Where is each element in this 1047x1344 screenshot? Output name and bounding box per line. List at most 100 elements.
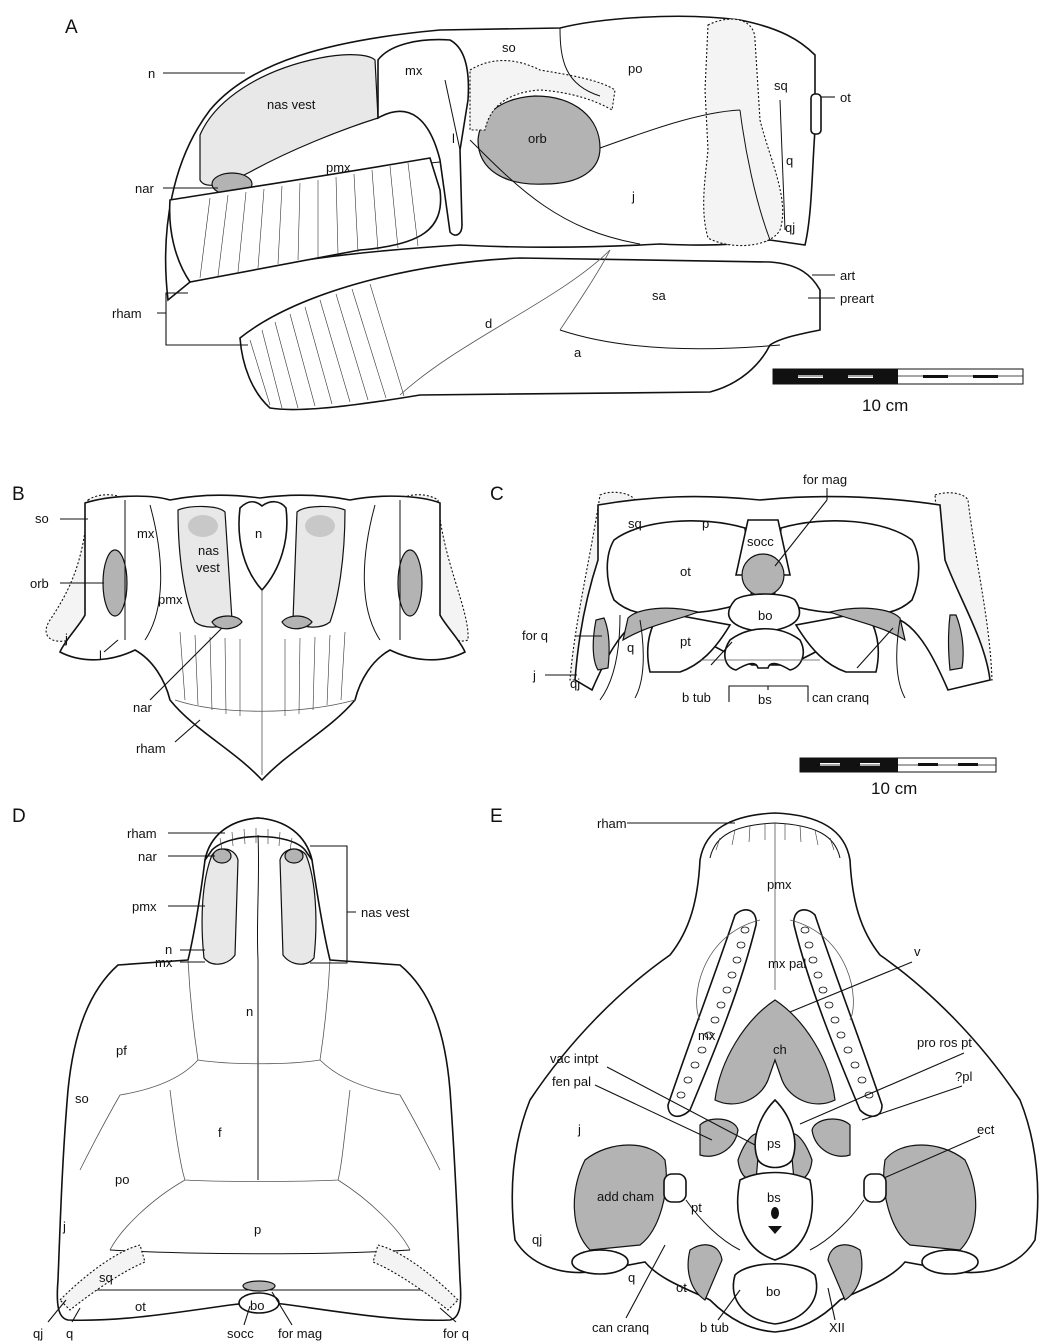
label-c-j: j xyxy=(532,668,536,683)
label-c-ot: ot xyxy=(680,564,691,579)
label-b-so: so xyxy=(35,511,49,526)
label-e-pt: pt xyxy=(691,1200,702,1215)
label-b-n: n xyxy=(255,526,262,541)
label-e-ps: ps xyxy=(767,1136,781,1151)
label-a-sa: sa xyxy=(652,288,667,303)
label-b-mx: mx xyxy=(137,526,155,541)
label-a-qj: qj xyxy=(785,220,795,235)
label-d-f: f xyxy=(218,1125,222,1140)
label-e-xii: XII xyxy=(829,1320,845,1335)
label-b-pmx: pmx xyxy=(158,592,183,607)
label-d-nar: nar xyxy=(138,849,157,864)
label-e-ch: ch xyxy=(773,1042,787,1057)
panel-b: B so mx nas vest n orb pmx j l nar rham xyxy=(12,484,468,780)
label-a-ot: ot xyxy=(840,90,851,105)
label-c-pt: pt xyxy=(680,634,691,649)
label-d-rham: rham xyxy=(127,826,157,841)
label-d-socc: socc xyxy=(227,1326,254,1341)
label-c-b-tub: b tub xyxy=(682,690,711,705)
label-b-vest: vest xyxy=(196,560,220,575)
label-a-a: a xyxy=(574,345,582,360)
label-d-p: p xyxy=(254,1222,261,1237)
foramen-magnum-d xyxy=(243,1281,275,1291)
label-c-p: p xyxy=(702,516,709,531)
label-e-ot: ot xyxy=(676,1280,687,1295)
label-c-socc: socc xyxy=(747,534,774,549)
label-e-pro-ros-pt: pro ros pt xyxy=(917,1035,972,1050)
label-b-l: l xyxy=(99,648,102,663)
label-d-nas-vest: nas vest xyxy=(361,905,410,920)
label-e-b-tub: b tub xyxy=(700,1320,729,1335)
label-a-j: j xyxy=(631,189,635,204)
label-d-pmx: pmx xyxy=(132,899,157,914)
label-e-rham: rham xyxy=(597,816,627,831)
label-d-mx: mx xyxy=(155,955,173,970)
panel-b-letter: B xyxy=(12,484,25,505)
label-a-rham: rham xyxy=(112,306,142,321)
label-b-nas: nas xyxy=(198,543,219,558)
label-d-pf: pf xyxy=(116,1043,127,1058)
label-d-sq: sq xyxy=(99,1270,113,1285)
label-e-q: q xyxy=(628,1270,635,1285)
panel-d-letter: D xyxy=(12,806,26,827)
label-d-po: po xyxy=(115,1172,129,1187)
label-b-nar: nar xyxy=(133,700,152,715)
panel-e: E xyxy=(490,806,1038,1335)
label-e-j: j xyxy=(577,1122,581,1137)
label-a-nas-vest: nas vest xyxy=(267,97,316,112)
label-d-q: q xyxy=(66,1326,73,1341)
label-c-for-q: for q xyxy=(522,628,548,643)
label-c-for-mag: for mag xyxy=(803,472,847,487)
label-e-mx-pal: mx pal xyxy=(768,956,806,971)
label-d-qj: qj xyxy=(33,1326,43,1341)
basisphenoid-c xyxy=(725,629,803,670)
panel-c-letter: C xyxy=(490,484,504,505)
label-c-can-cranq: can cranq xyxy=(812,690,869,705)
label-e-bs: bs xyxy=(767,1190,781,1205)
label-d-for-q: for q xyxy=(443,1326,469,1341)
foramen-magnum-c xyxy=(742,554,784,596)
label-a-l: l xyxy=(452,131,455,146)
otic-a xyxy=(811,94,821,134)
panel-a: A n nas vest mx xyxy=(65,16,1023,415)
scale-label-c: 10 cm xyxy=(871,779,917,798)
scale-bar-a: 10 cm xyxy=(773,369,1023,415)
label-e-ect: ect xyxy=(977,1122,995,1137)
label-e-vac-intpt: vac intpt xyxy=(550,1051,599,1066)
label-d-bo: bo xyxy=(250,1298,264,1313)
label-a-sq: sq xyxy=(774,78,788,93)
label-e-qj: qj xyxy=(532,1232,542,1247)
orbit-b-right xyxy=(398,550,422,616)
label-d-n: n xyxy=(246,1004,253,1019)
label-e-fen-pal: fen pal xyxy=(552,1074,591,1089)
skull-dorsal-d xyxy=(57,818,460,1320)
label-b-orb: orb xyxy=(30,576,49,591)
label-e-add-cham: add cham xyxy=(597,1189,654,1204)
label-a-art: art xyxy=(840,268,856,283)
label-d-so: so xyxy=(75,1091,89,1106)
label-d-j: j xyxy=(62,1219,66,1234)
label-a-n: n xyxy=(148,66,155,81)
label-a-preart: preart xyxy=(840,291,874,306)
panel-c: C for mag sq p socc ot bo for q q pt j q… xyxy=(490,472,996,798)
label-a-mx: mx xyxy=(405,63,423,78)
label-e-bo: bo xyxy=(766,1284,780,1299)
label-e-q-pl: ?pl xyxy=(955,1069,972,1084)
label-d-ot: ot xyxy=(135,1299,146,1314)
scale-bar-c: 10 cm xyxy=(800,758,996,798)
label-d-for-mag: for mag xyxy=(278,1326,322,1341)
panel-d: D rham nar pmx nas vest n mx n pf so f p… xyxy=(12,806,469,1341)
label-c-qj: qj xyxy=(570,676,580,691)
label-c-q: q xyxy=(627,640,634,655)
label-b-rham: rham xyxy=(136,741,166,756)
label-a-pmx: pmx xyxy=(326,160,351,175)
naris-d-right xyxy=(285,849,303,863)
panel-a-letter: A xyxy=(65,17,78,38)
label-a-d: d xyxy=(485,316,492,331)
label-a-q: q xyxy=(786,153,793,168)
panel-e-letter: E xyxy=(490,806,503,827)
label-e-mx: mx xyxy=(698,1028,716,1043)
naris-d-left xyxy=(213,849,231,863)
label-a-orb: orb xyxy=(528,131,547,146)
